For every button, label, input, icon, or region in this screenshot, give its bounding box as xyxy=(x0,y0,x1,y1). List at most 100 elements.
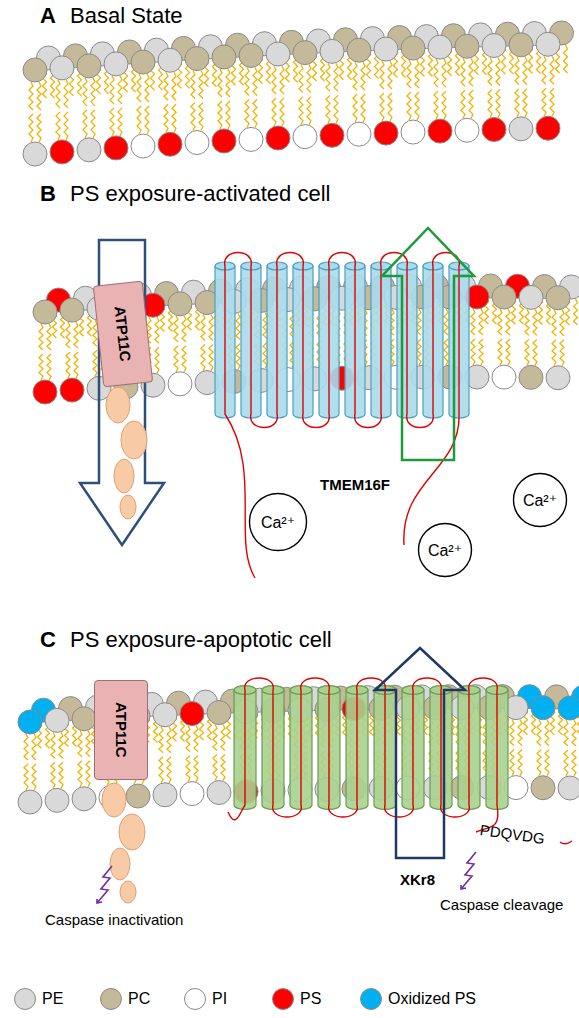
lipid-tail xyxy=(29,114,33,142)
lipid-tail xyxy=(299,65,303,93)
lipid-tail xyxy=(461,90,465,118)
lipid-tail xyxy=(326,95,330,123)
lipid-tail xyxy=(56,112,60,140)
lipid-head xyxy=(23,58,47,82)
ion-circle-outline xyxy=(514,474,567,527)
lipid-tail xyxy=(194,726,198,752)
lipid-head xyxy=(50,140,74,164)
annotation: Caspase inactivation xyxy=(45,912,183,929)
lipid-head xyxy=(207,781,231,805)
lipid-head xyxy=(509,117,533,141)
lipid-head xyxy=(60,378,84,402)
lipid-tail xyxy=(29,82,33,110)
ion-label: Ca²⁺ xyxy=(523,491,557,510)
annotation: Caspase cleavage xyxy=(440,897,563,914)
lipid-tail xyxy=(59,732,63,758)
cytosolic-domain xyxy=(120,881,136,903)
lipid-head xyxy=(60,298,84,322)
lipid-tail xyxy=(174,346,178,372)
lipid-tail xyxy=(442,59,446,87)
lipid-tail xyxy=(209,315,213,341)
lipid-tail xyxy=(361,62,365,90)
lipid-head xyxy=(131,134,155,158)
lipid-tail xyxy=(174,316,178,342)
lipid-tail xyxy=(272,98,276,126)
legend-swatch xyxy=(14,988,36,1010)
lipid-tail xyxy=(47,324,51,350)
lipid-bilayer xyxy=(23,21,574,166)
lipid-tail xyxy=(471,309,475,335)
lipid-tail xyxy=(66,322,70,348)
lipid-tail xyxy=(380,93,384,121)
legend-item: PE xyxy=(14,988,63,1010)
lipid-tail xyxy=(550,88,554,116)
lipid-tail xyxy=(545,750,549,776)
lipid-head xyxy=(482,34,506,58)
lipid-head xyxy=(185,131,209,155)
lipid-head xyxy=(347,122,371,146)
lipid-head xyxy=(266,42,290,66)
ion-circle-outline xyxy=(250,494,307,551)
lipid-tail xyxy=(245,67,249,95)
lipid-tail xyxy=(159,757,163,783)
lipid-tail xyxy=(444,309,448,335)
lipid-tail xyxy=(523,57,527,85)
lipid-head xyxy=(531,696,555,720)
lipid-tail xyxy=(164,72,168,100)
lipid-head xyxy=(293,41,317,65)
lipid-tail xyxy=(415,60,419,88)
lipid-head xyxy=(212,45,236,69)
lipid-tail xyxy=(226,101,230,129)
lipid-tail xyxy=(145,74,149,102)
lipid-head xyxy=(266,126,290,150)
lipid-tail xyxy=(59,762,63,788)
lipid-tail xyxy=(518,750,522,776)
lipid-tail xyxy=(201,315,205,341)
lipid-head xyxy=(320,39,344,63)
lipid-tail xyxy=(479,339,483,365)
lipid-tail xyxy=(83,78,87,106)
lipid-tail xyxy=(280,98,284,126)
lipid-tail xyxy=(510,720,514,746)
lipid-tail xyxy=(280,66,284,94)
lipid-tail xyxy=(213,755,217,781)
lipid-head xyxy=(77,54,101,78)
lipid-row xyxy=(23,88,560,166)
lipid-tail xyxy=(39,324,43,350)
lipid-tail xyxy=(47,354,51,380)
lipid-tail xyxy=(66,352,70,378)
lipid-head xyxy=(158,132,182,156)
lipid-tail xyxy=(564,45,568,73)
cytosolic-domain xyxy=(120,495,136,519)
lipid-tail xyxy=(479,309,483,335)
lipid-tail xyxy=(434,59,438,87)
direction-arrow xyxy=(382,228,474,460)
lipid-head xyxy=(45,788,69,812)
lipid-tail xyxy=(253,99,257,127)
lipid-tail xyxy=(93,350,97,376)
direction-arrow xyxy=(80,240,164,545)
lipid-head xyxy=(536,116,560,140)
lipid-tail xyxy=(307,65,311,93)
ion-label: Ca²⁺ xyxy=(428,541,462,560)
panel-title: Basal State xyxy=(70,4,183,28)
lipid-head xyxy=(50,56,74,80)
legend-label: PC xyxy=(128,990,150,1008)
legend-item: PC xyxy=(100,988,150,1010)
lipid-head xyxy=(546,366,570,390)
lipid-tail xyxy=(552,310,556,336)
lipid-tail xyxy=(461,58,465,86)
cytosolic-domain xyxy=(114,459,134,493)
lipid-head xyxy=(104,52,128,76)
lipid-head xyxy=(401,120,425,144)
lipid-tail xyxy=(218,69,222,97)
lipid-head xyxy=(168,372,192,396)
lipid-tail xyxy=(542,88,546,116)
lipid-tail xyxy=(167,757,171,783)
lipid-tail xyxy=(74,352,78,378)
panel-title: PS exposure-apoptotic cell xyxy=(70,628,332,652)
direction-arrow xyxy=(375,648,465,858)
protein-label: XKr8 xyxy=(400,872,435,889)
lipid-head xyxy=(536,32,560,56)
